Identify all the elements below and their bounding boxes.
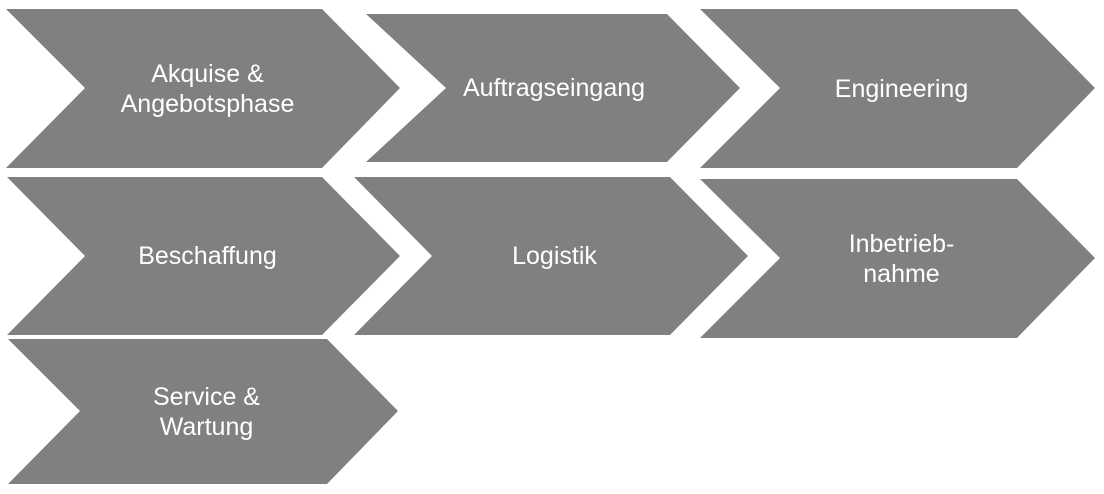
step-label-engineering: Engineering	[834, 74, 969, 103]
step-label-auftragseingang: Auftragseingang	[462, 74, 646, 102]
chevron-step-2	[366, 14, 740, 162]
step-label-service: Service & Wartung	[153, 382, 260, 441]
step-label-inbetriebnahme: Inbetrieb- nahme	[848, 229, 955, 288]
chevron-step-1	[6, 9, 400, 168]
chevron-step-6	[700, 179, 1095, 338]
step-label-akquise: Akquise & Angebotsphase	[120, 59, 295, 118]
chevron-step-4	[7, 177, 400, 335]
step-label-logistik: Logistik	[512, 242, 597, 270]
step-label-beschaffung: Beschaffung	[138, 242, 277, 270]
chevron-step-7	[8, 339, 398, 484]
chevron-step-5	[354, 177, 748, 335]
chevron-step-3	[700, 9, 1095, 168]
